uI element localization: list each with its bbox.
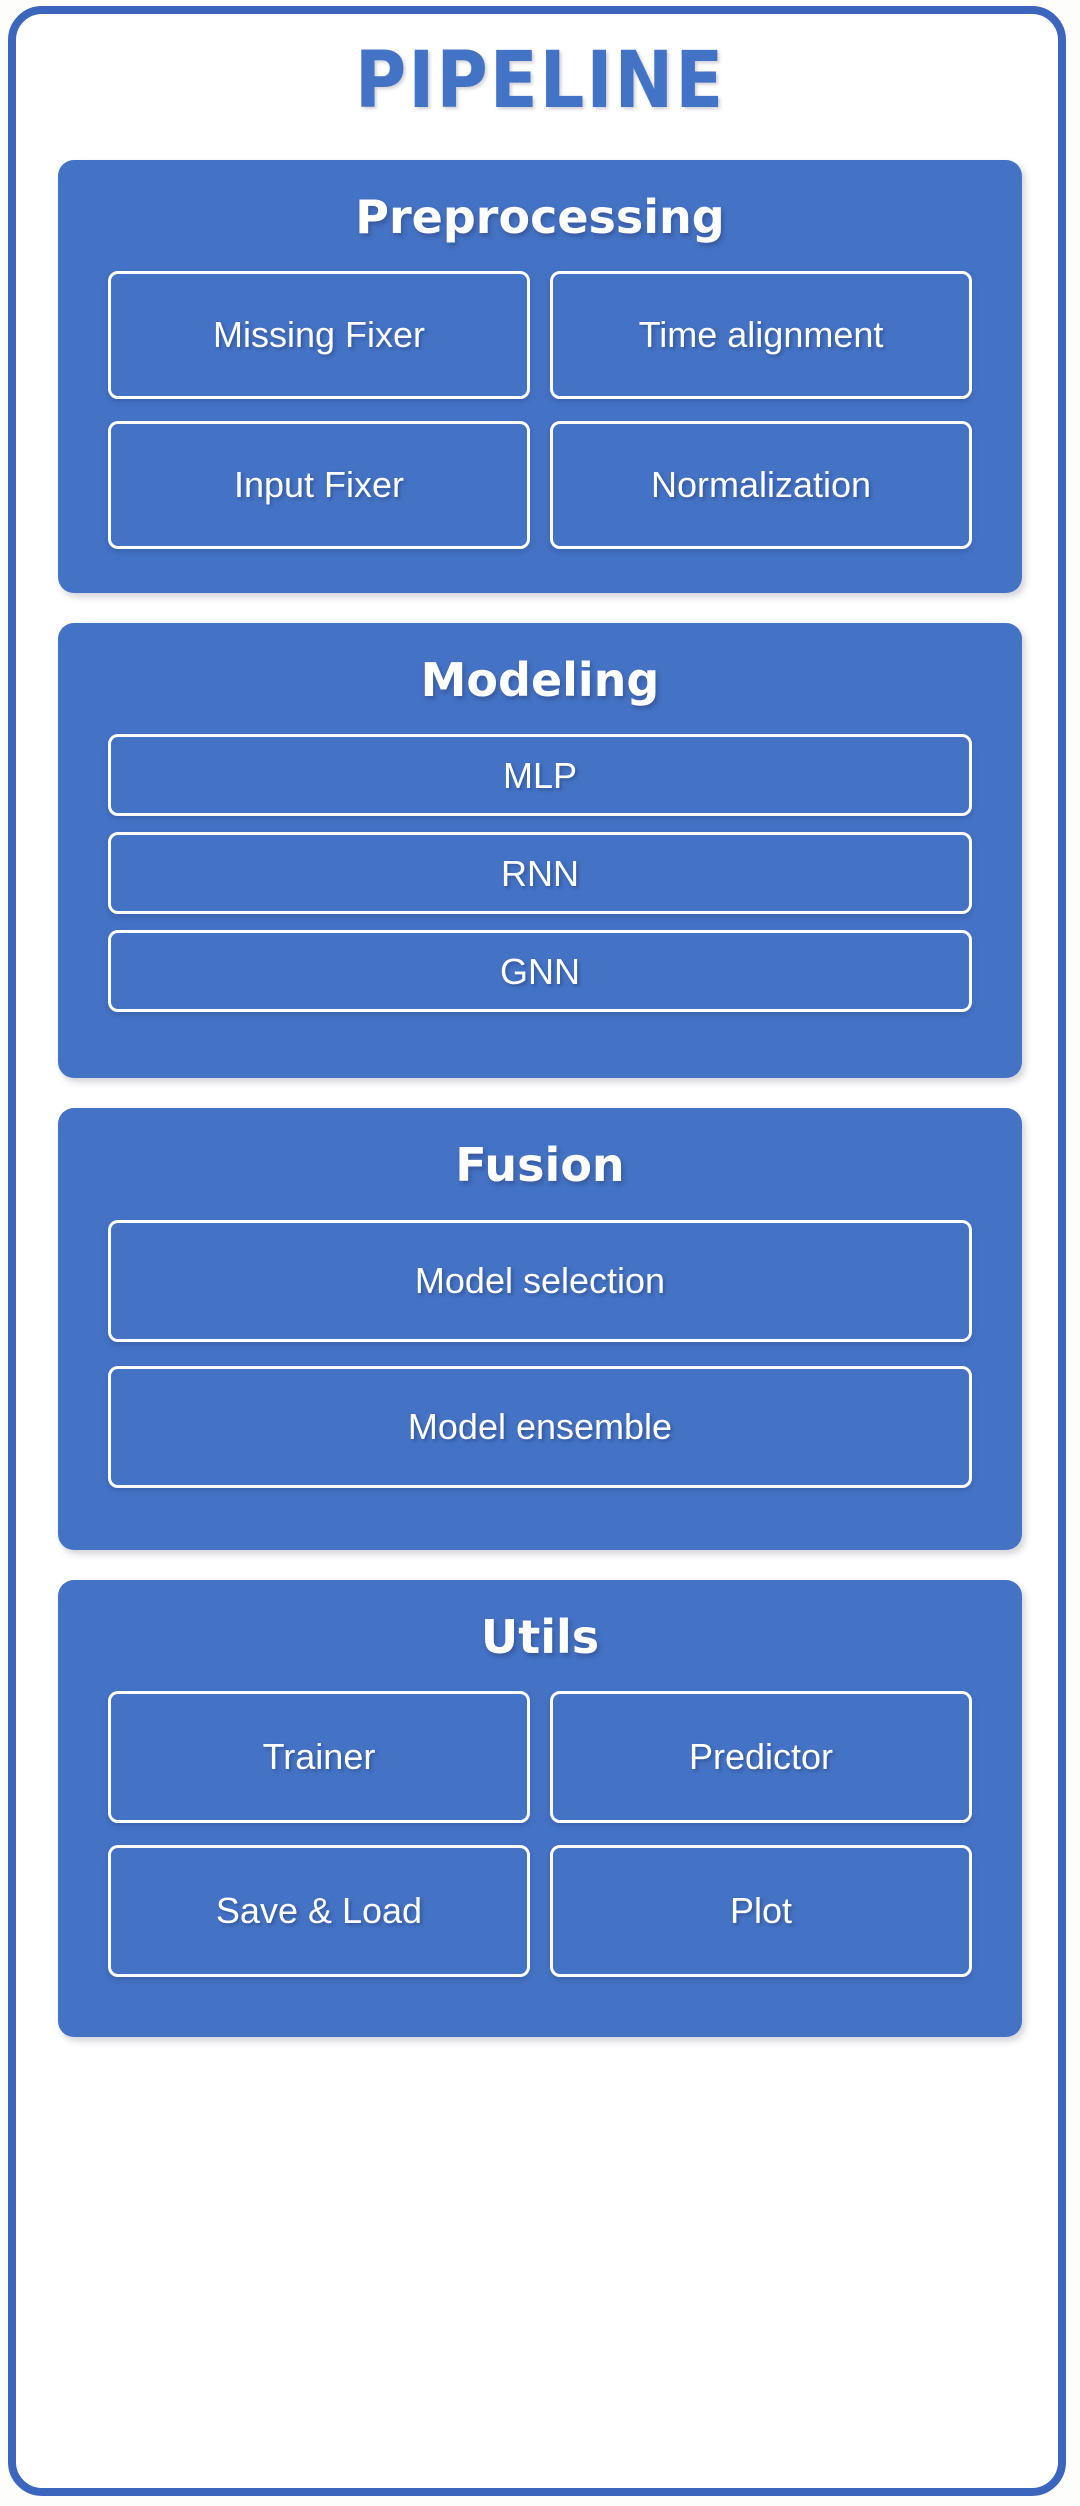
section-items-modeling: MLP RNN GNN bbox=[108, 734, 972, 1013]
section-title-modeling: Modeling bbox=[420, 653, 660, 708]
item-gnn[interactable]: GNN bbox=[108, 930, 972, 1013]
section-title-utils: Utils bbox=[480, 1609, 600, 1664]
item-time-alignment[interactable]: Time alignment bbox=[550, 271, 972, 400]
item-missing-fixer[interactable]: Missing Fixer bbox=[108, 271, 530, 400]
section-list: Preprocessing Missing Fixer Time alignme… bbox=[58, 160, 1022, 2037]
section-items-preprocessing: Missing Fixer Time alignment Input Fixer… bbox=[108, 271, 972, 550]
section-items-fusion: Model selection Model ensemble bbox=[108, 1219, 972, 1488]
section-items-utils: Trainer Predictor Save & Load Plot bbox=[108, 1690, 972, 1977]
item-input-fixer[interactable]: Input Fixer bbox=[108, 421, 530, 550]
item-plot[interactable]: Plot bbox=[550, 1844, 972, 1977]
section-panel-utils: Utils Trainer Predictor Save & Load Plot bbox=[58, 1579, 1022, 2037]
item-mlp[interactable]: MLP bbox=[108, 734, 972, 817]
section-panel-modeling: Modeling MLP RNN GNN bbox=[58, 623, 1022, 1079]
item-normalization[interactable]: Normalization bbox=[550, 421, 972, 550]
section-panel-preprocessing: Preprocessing Missing Fixer Time alignme… bbox=[58, 160, 1022, 594]
item-model-selection[interactable]: Model selection bbox=[108, 1219, 972, 1342]
item-trainer[interactable]: Trainer bbox=[108, 1690, 530, 1823]
item-save-load[interactable]: Save & Load bbox=[108, 1844, 530, 1977]
item-predictor[interactable]: Predictor bbox=[550, 1690, 972, 1823]
item-rnn[interactable]: RNN bbox=[108, 832, 972, 915]
section-panel-fusion: Fusion Model selection Model ensemble bbox=[58, 1108, 1022, 1550]
page-title: PIPELINE bbox=[354, 36, 726, 126]
section-title-preprocessing: Preprocessing bbox=[355, 190, 725, 244]
item-model-ensemble[interactable]: Model ensemble bbox=[108, 1365, 972, 1488]
section-title-fusion: Fusion bbox=[455, 1138, 625, 1193]
